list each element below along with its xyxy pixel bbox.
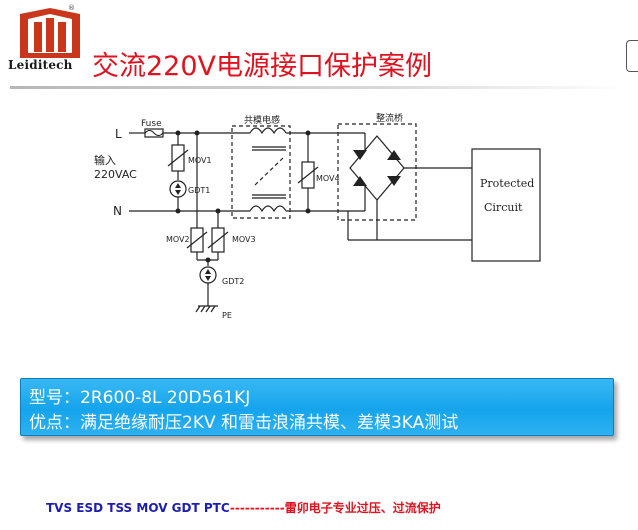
footer-company-text: 雷卯电子专业过压、过流保护 <box>284 501 441 515</box>
label-input: 输入 <box>94 153 116 167</box>
title-divider <box>10 86 628 89</box>
footer-dashes: ----------- <box>229 501 285 515</box>
advantage-line: 优点：满足绝缘耐压2KV 和雷击浪涌共模、差模3KA测试 <box>29 408 458 433</box>
label-circuit: Circuit <box>484 201 523 214</box>
model-line: 型号：2R600-8L 20D561KJ <box>29 383 250 408</box>
label-mov3: MOV3 <box>232 235 256 244</box>
circuit-diagram: L N Fuse 输入 220VAC MOV1 GDT1 MOV2 MOV3 G… <box>94 112 541 320</box>
label-mov4: MOV4 <box>316 174 340 183</box>
label-choke: 共模电感 <box>244 114 280 126</box>
advantage-label: 优点： <box>29 413 80 433</box>
page-title: 交流220V电源接口保护案例 <box>92 51 433 82</box>
model-label: 型号： <box>29 388 80 408</box>
label-voltage: 220VAC <box>94 168 137 181</box>
label-fuse: Fuse <box>141 119 162 129</box>
info-box: 型号：2R600-8L 20D561KJ 优点：满足绝缘耐压2KV 和雷击浪涌共… <box>20 378 614 436</box>
label-pe: PE <box>222 311 232 320</box>
label-mov2: MOV2 <box>166 235 190 244</box>
side-tab <box>626 40 638 72</box>
label-bridge: 整流桥 <box>376 112 403 124</box>
label-gdt2: GDT2 <box>222 277 244 286</box>
leiditech-logo-icon <box>20 8 80 58</box>
registered-mark: ® <box>68 4 75 12</box>
label-gdt1: GDT1 <box>188 186 210 195</box>
advantage-value: 满足绝缘耐压2KV 和雷击浪涌共模、差模3KA测试 <box>80 413 459 433</box>
label-line: L <box>115 127 122 141</box>
label-neutral: N <box>113 204 122 218</box>
label-protected: Protected <box>480 177 534 190</box>
footer-tagline: TVS ESD TSS MOV GDT PTC-----------雷卯电子专业… <box>46 499 441 516</box>
label-mov1: MOV1 <box>188 156 212 165</box>
brand-name: Leiditech <box>8 58 73 72</box>
model-value: 2R600-8L 20D561KJ <box>80 388 251 408</box>
footer-tech-list: TVS ESD TSS MOV GDT PTC <box>46 501 230 515</box>
